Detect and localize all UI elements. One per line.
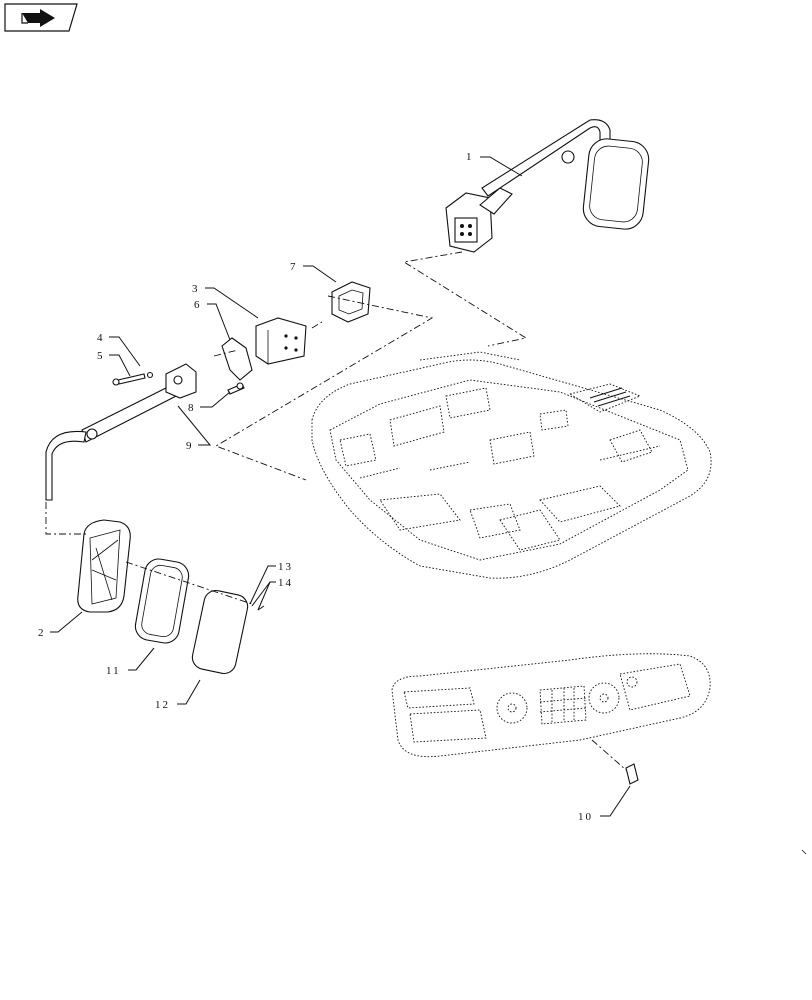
right-mirror-assembly (445, 119, 650, 253)
screw-part-8 (227, 382, 245, 395)
fasteners-part-13-14 (251, 581, 271, 611)
arrow-right-icon (21, 9, 55, 27)
bolt-part-4-5 (112, 371, 154, 386)
mirror-gasket-part-11 (134, 558, 190, 644)
callout-9: 9 (186, 440, 194, 452)
callout-10: 10 (578, 811, 593, 823)
callout-6: 6 (194, 299, 202, 311)
clip-part-10 (625, 763, 639, 785)
callout-labels: 1 7 3 6 4 5 8 9 13 14 2 11 12 10 (38, 151, 593, 823)
mirror-glass-part-12 (191, 589, 249, 675)
callout-1: 1 (466, 151, 474, 163)
cab-roof-assembly (311, 351, 712, 579)
callout-leaders (50, 156, 631, 817)
corner-mark (801, 849, 807, 855)
left-mirror-arm-part-9 (45, 363, 197, 501)
callout-7: 7 (290, 261, 298, 273)
callout-14: 14 (278, 577, 293, 589)
nav-arrow-button[interactable] (4, 3, 78, 32)
gasket-part-7 (331, 281, 371, 323)
callout-8: 8 (188, 402, 196, 414)
assembly-lines (45, 251, 627, 771)
callout-2: 2 (38, 627, 46, 639)
callout-4: 4 (97, 332, 105, 344)
mirror-housing-part-2 (77, 519, 131, 613)
callout-5: 5 (97, 350, 105, 362)
callout-11: 11 (106, 665, 121, 677)
clip-part-6 (221, 337, 253, 381)
callout-12: 12 (155, 699, 170, 711)
callout-3: 3 (192, 283, 200, 295)
bracket-part-3 (255, 317, 307, 365)
callout-13: 13 (278, 561, 293, 573)
headliner-console (391, 653, 711, 758)
